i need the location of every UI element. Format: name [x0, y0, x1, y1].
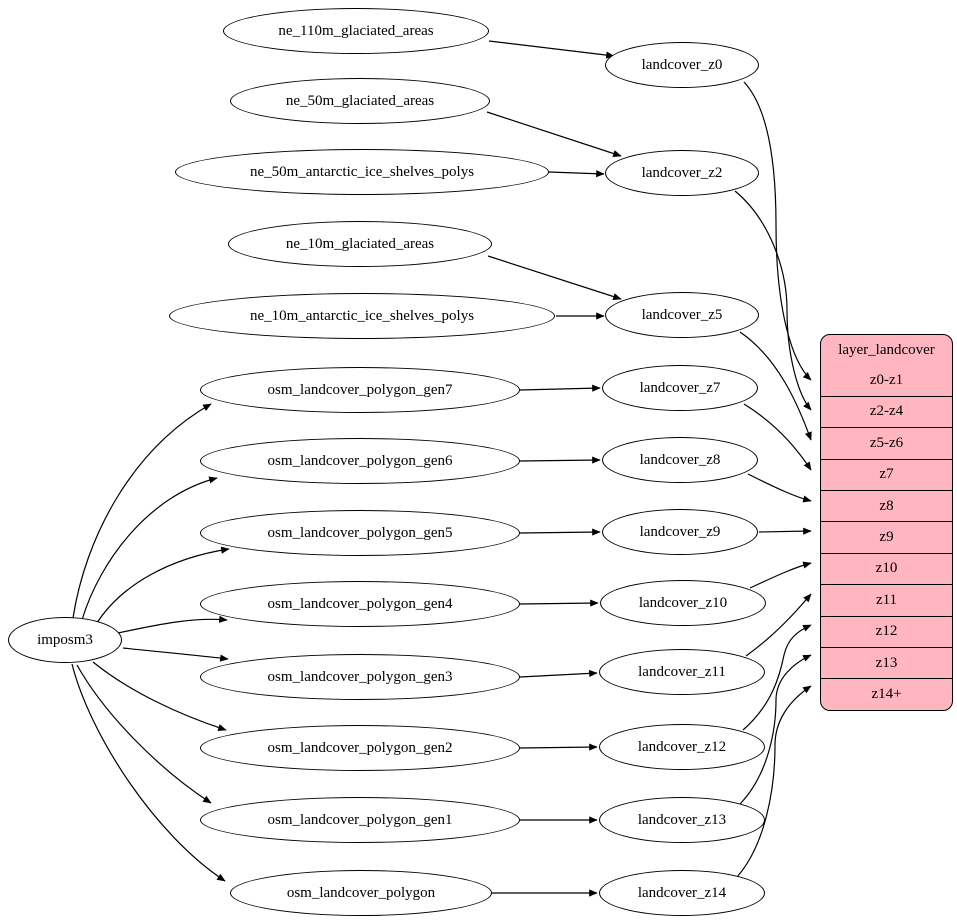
table-row-z14: z14+	[821, 678, 952, 709]
node-osm-landcover-polygon: osm_landcover_polygon	[230, 870, 492, 916]
edge-osm-landcover-polygon-gen5-to-landcover-z9	[519, 528, 601, 536]
node-landcover-z10: landcover_z10	[600, 580, 766, 626]
edge-landcover-z5-to-layer-landcover-z5-z6	[739, 331, 812, 441]
edge-ne-50m-glaciated-areas-to-landcover-z2	[486, 111, 622, 157]
edge-landcover-z13-to-layer-landcover-z13	[739, 654, 812, 805]
node-ne-110m-glaciated-areas: ne_110m_glaciated_areas	[223, 8, 489, 54]
table-row-z5-z6: z5-z6	[821, 427, 952, 458]
table-row-z0-z1: z0-z1	[869, 372, 904, 389]
node-landcover-z12: landcover_z12	[599, 724, 765, 770]
table-row-z13: z13	[821, 646, 952, 678]
node-osm-landcover-polygon-gen3: osm_landcover_polygon_gen3	[200, 654, 520, 700]
node-landcover-z5: landcover_z5	[605, 292, 759, 338]
edge-ne-110m-glaciated-areas-to-landcover-z0	[488, 40, 615, 59]
edge-landcover-z12-to-layer-landcover-z12	[742, 624, 812, 731]
edge-osm-landcover-polygon-gen2-to-landcover-z12	[519, 743, 598, 751]
node-osm-landcover-polygon-gen5: osm_landcover_polygon_gen5	[200, 510, 520, 556]
table-row-z2-z4: z2-z4	[821, 395, 952, 427]
edge-landcover-z10-to-layer-landcover-z10	[749, 561, 812, 589]
edge-imposm3-to-osm-landcover-polygon-gen1	[76, 664, 212, 804]
edge-landcover-z11-to-layer-landcover-z11	[745, 593, 812, 657]
node-landcover-z13: landcover_z13	[599, 797, 765, 843]
node-osm-landcover-polygon-gen1: osm_landcover_polygon_gen1	[200, 797, 520, 843]
edge-landcover-z7-to-layer-landcover-z7	[743, 403, 812, 471]
node-ne-10m-antarctic-ice-shelves-polys: ne_10m_antarctic_ice_shelves_polys	[169, 293, 555, 339]
node-ne-10m-glaciated-areas: ne_10m_glaciated_areas	[228, 221, 492, 267]
table-row-z10: z10	[821, 552, 952, 584]
node-landcover-z2: landcover_z2	[605, 150, 759, 196]
node-landcover-z0: landcover_z0	[605, 42, 759, 88]
node-osm-landcover-polygon-gen6: osm_landcover_polygon_gen6	[200, 438, 520, 484]
edge-imposm3-to-osm-landcover-polygon-gen7	[72, 403, 212, 619]
edge-imposm3-to-osm-landcover-polygon-gen3	[122, 647, 229, 662]
edge-imposm3-to-osm-landcover-polygon-gen4	[117, 615, 228, 634]
edge-landcover-z0-to-layer-landcover-z0-z1	[743, 81, 812, 381]
edge-imposm3-to-osm-landcover-polygon-gen5	[94, 546, 230, 627]
node-landcover-z9: landcover_z9	[602, 509, 758, 555]
node-landcover-z8: landcover_z8	[602, 437, 758, 483]
node-landcover-z14: landcover_z14	[599, 870, 765, 916]
table-row-z8: z8	[821, 489, 952, 521]
node-osm-landcover-polygon-gen7: osm_landcover_polygon_gen7	[200, 367, 520, 413]
edge-ne-10m-glaciated-areas-to-landcover-z5	[487, 255, 622, 300]
edge-imposm3-to-osm-landcover-polygon-gen6	[81, 476, 218, 621]
edge-landcover-z2-to-layer-landcover-z2-z4	[734, 190, 812, 411]
node-osm-landcover-polygon-gen4: osm_landcover_polygon_gen4	[200, 581, 520, 627]
table-row-z11: z11	[821, 584, 952, 615]
node-landcover-z11: landcover_z11	[599, 649, 765, 695]
edge-osm-landcover-polygon-gen6-to-landcover-z8	[519, 456, 601, 464]
edge-landcover-z9-to-layer-landcover-z9	[758, 527, 812, 535]
edge-osm-landcover-polygon-gen7-to-landcover-z7	[519, 384, 601, 392]
edge-imposm3-to-osm-landcover-polygon	[71, 663, 226, 882]
node-ne-50m-glaciated-areas: ne_50m_glaciated_areas	[230, 78, 490, 124]
table-row-z12: z12	[821, 615, 952, 647]
edge-ne-50m-antarctic-ice-shelves-polys-to-landcover-z2	[548, 170, 605, 178]
table-row-z7: z7	[821, 458, 952, 490]
edge-osm-landcover-polygon-gen4-to-landcover-z10	[519, 599, 599, 607]
table-row-z9: z9	[821, 521, 952, 552]
layer-landcover-title: layer_landcover	[838, 341, 935, 358]
node-ne-50m-antarctic-ice-shelves-polys: ne_50m_antarctic_ice_shelves_polys	[175, 149, 549, 195]
node-imposm3: imposm3	[8, 617, 122, 663]
edge-osm-landcover-polygon-gen3-to-landcover-z11	[519, 669, 598, 678]
node-osm-landcover-polygon-gen2: osm_landcover_polygon_gen2	[200, 725, 520, 771]
edge-imposm3-to-osm-landcover-polygon-gen2	[92, 661, 227, 731]
node-landcover-z7: landcover_z7	[602, 365, 758, 411]
edge-landcover-z8-to-layer-landcover-z8	[747, 473, 812, 503]
edge-landcover-z14-to-layer-landcover-z14	[736, 685, 812, 878]
